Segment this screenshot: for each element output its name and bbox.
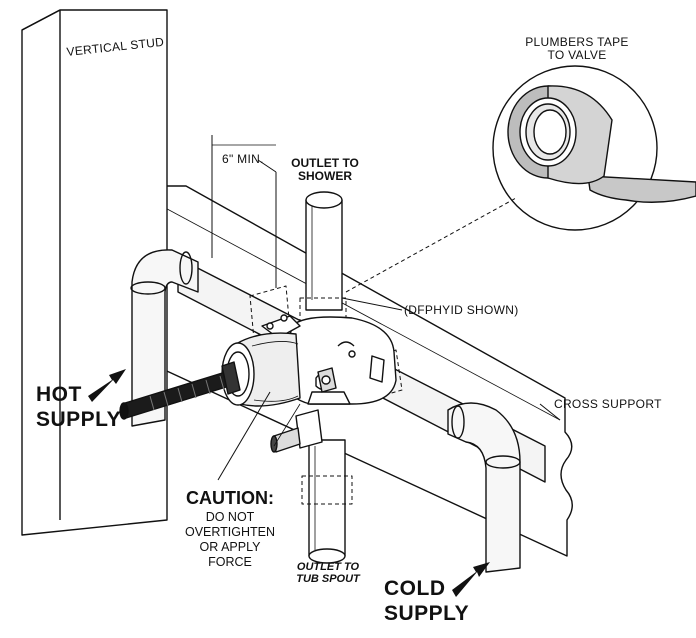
model-note-label: (DFPHYID SHOWN) bbox=[404, 303, 519, 317]
cold-line2: SUPPLY bbox=[384, 602, 470, 626]
caution-line3: OR APPLY bbox=[199, 540, 261, 555]
threaded-stem bbox=[119, 361, 241, 420]
hot-line1: HOT bbox=[36, 383, 82, 406]
plumbers-tape-label: PLUMBERS TAPE TO VALVE bbox=[525, 36, 629, 61]
cold-supply-label: COLD SUPPLY bbox=[384, 577, 470, 626]
outlet-tub-line2: TUB SPOUT bbox=[296, 572, 360, 585]
plumbers-tape-line2: TO VALVE bbox=[547, 47, 607, 62]
outlet-shower-line2: SHOWER bbox=[298, 168, 352, 183]
caution-heading: CAUTION: bbox=[186, 488, 274, 508]
caution-line4: FORCE bbox=[208, 555, 252, 570]
caution-line1: DO NOT bbox=[205, 509, 255, 524]
plumbers-tape-line1: PLUMBERS TAPE bbox=[525, 35, 629, 49]
outlet-tub-line1: OUTLET TO bbox=[296, 561, 360, 573]
cross-support-label: CROSS SUPPORT bbox=[554, 397, 662, 411]
shower-outlet-pipe bbox=[305, 191, 343, 311]
outlet-tub-label: OUTLET TO TUB SPOUT bbox=[292, 561, 364, 585]
cold-line1: COLD bbox=[384, 577, 446, 600]
clearance-label: 6" MIN. bbox=[222, 152, 264, 166]
hot-line2: SUPPLY bbox=[36, 408, 122, 432]
outlet-shower-label: OUTLET TO SHOWER bbox=[290, 157, 360, 182]
tub-outlet-pipe bbox=[308, 439, 346, 564]
outlet-shower-line1: OUTLET TO bbox=[291, 156, 359, 170]
caution-block: CAUTION: DO NOT OVERTIGHTEN OR APPLY FOR… bbox=[182, 489, 278, 569]
cold-supply-pipe bbox=[447, 402, 521, 573]
caution-line2: OVERTIGHTEN bbox=[184, 525, 276, 540]
hot-arrow-icon bbox=[88, 369, 126, 402]
hot-supply-pipe bbox=[130, 249, 199, 427]
tape-callout bbox=[492, 65, 696, 231]
side-nut bbox=[317, 367, 337, 393]
cold-arrow-icon bbox=[452, 562, 490, 597]
hot-supply-label: HOT SUPPLY bbox=[36, 383, 122, 432]
stop-nut bbox=[270, 409, 323, 453]
leader-lines bbox=[211, 135, 561, 481]
